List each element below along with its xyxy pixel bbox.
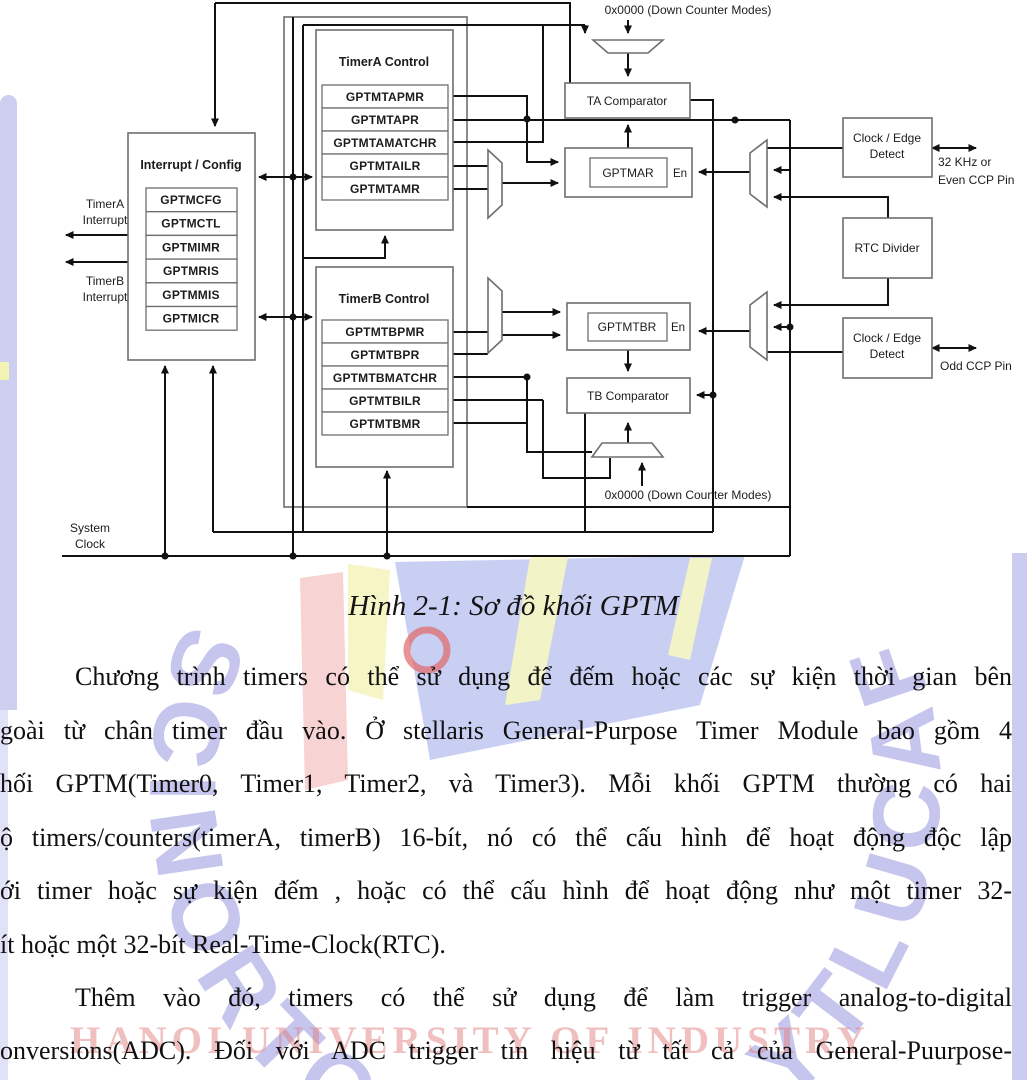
gptmtbr-label: GPTMTBR bbox=[598, 320, 657, 334]
mux-clock-a bbox=[749, 138, 768, 209]
mux-top bbox=[590, 39, 666, 54]
timer-a-title: TimerA Control bbox=[339, 55, 429, 69]
en-b-label: En bbox=[671, 322, 685, 334]
tb-comparator-label: TB Comparator bbox=[587, 389, 669, 403]
reg-gptmtbpmr: GPTMTBPMR bbox=[345, 325, 424, 339]
en-a-label: En bbox=[673, 168, 687, 180]
text-line-1: Chương trình timers có thể sử dụng để đế… bbox=[75, 662, 1012, 691]
text-line-8: onversions(ADC). Đối với ADC trigger tín… bbox=[0, 1036, 1012, 1065]
reg-gptmtbilr: GPTMTBILR bbox=[349, 394, 421, 408]
junction-dots bbox=[161, 115, 794, 560]
reg-gptmcfg: GPTMCFG bbox=[160, 193, 221, 207]
clock-edge-detect-top: Clock / Edge Detect bbox=[842, 117, 933, 178]
gptmar-label: GPTMAR bbox=[602, 166, 654, 180]
interrupt-config-title: Interrupt / Config bbox=[140, 158, 241, 172]
text-line-3: hối GPTM(Timer0, Timer1, Timer2, và Time… bbox=[0, 769, 1012, 798]
reg-gptmtbmatchr: GPTMTBMATCHR bbox=[333, 371, 437, 385]
reg-gptmctl: GPTMCTL bbox=[161, 217, 220, 231]
interrupt-config-block: Interrupt / Config GPTMCFG GPTMCTL GPTMI… bbox=[127, 132, 256, 361]
text-line-7: Thêm vào đó, timers có thể sử dụng để là… bbox=[75, 983, 1012, 1012]
reg-gptmris: GPTMRIS bbox=[163, 264, 219, 278]
odd-ccp-pin-label: Odd CCP Pin bbox=[940, 359, 1012, 373]
text-line-5: ới timer hoặc sự kiện đếm , hoặc có thể … bbox=[0, 876, 1012, 905]
mux-clock-b bbox=[749, 290, 768, 362]
ta-comparator-block: TA Comparator bbox=[564, 82, 691, 119]
zero-top-label: 0x0000 (Down Counter Modes) bbox=[605, 3, 772, 17]
reg-gptmtbmr: GPTMTBMR bbox=[350, 417, 421, 431]
clock-edge-bottom-label-1: Clock / Edge bbox=[853, 331, 921, 345]
timer-a-control-block: TimerA Control GPTMTAPMR GPTMTAPR GPTMTA… bbox=[315, 29, 454, 231]
gptmtbr-block: GPTMTBR En bbox=[566, 302, 691, 351]
timer-b-interrupt-label-2: Interrupt bbox=[83, 290, 128, 304]
system-clock-label-1: System bbox=[70, 521, 110, 535]
clock-edge-top-label-1: Clock / Edge bbox=[853, 131, 921, 145]
watermark-right-bar bbox=[1012, 553, 1027, 1080]
reg-gptmtapmr: GPTMTAPMR bbox=[346, 90, 424, 104]
rtc-divider-block: RTC Divider bbox=[842, 217, 933, 279]
timer-a-interrupt-label-1: TimerA bbox=[86, 197, 124, 211]
figure-caption: Hình 2-1: Sơ đồ khối GPTM bbox=[348, 590, 679, 622]
reg-gptmmis: GPTMMIS bbox=[162, 288, 219, 302]
reg-gptmtailr: GPTMTAILR bbox=[350, 159, 421, 173]
timer-b-interrupt-label-1: TimerB bbox=[86, 274, 124, 288]
reg-gptmtamr: GPTMTAMR bbox=[350, 182, 420, 196]
reg-gptmtapr: GPTMTAPR bbox=[351, 113, 419, 127]
timer-a-interrupt-label-2: Interrupt bbox=[83, 213, 128, 227]
mux-timer-b bbox=[487, 276, 503, 355]
mux-timer-a bbox=[487, 148, 503, 220]
reg-gptmicr: GPTMICR bbox=[163, 312, 220, 326]
diagram-wires bbox=[62, 2, 977, 557]
reg-gptmtbpr: GPTMTBPR bbox=[351, 348, 420, 362]
text-line-4: ộ timers/counters(timerA, timerB) 16-bít… bbox=[0, 823, 1012, 852]
timer-b-control-block: TimerB Control GPTMTBPMR GPTMTBPR GPTMTB… bbox=[315, 266, 454, 468]
clock-edge-detect-bottom: Clock / Edge Detect bbox=[842, 317, 933, 379]
clock-edge-bottom-label-2: Detect bbox=[870, 347, 905, 361]
tb-comparator-block: TB Comparator bbox=[566, 377, 691, 414]
zero-bottom-label: 0x0000 (Down Counter Modes) bbox=[605, 488, 772, 502]
gptm-block-diagram: Interrupt / Config GPTMCFG GPTMCTL GPTMI… bbox=[62, 2, 1014, 560]
reg-gptmtamatchr: GPTMTAMATCHR bbox=[333, 136, 436, 150]
text-line-2: goài từ chân timer đầu vào. Ở stellaris … bbox=[0, 716, 1012, 745]
clock-edge-top-label-2: Detect bbox=[870, 147, 905, 161]
reg-gptmimr: GPTMIMR bbox=[162, 240, 220, 254]
mux-bottom bbox=[590, 442, 665, 458]
rtc-divider-label: RTC Divider bbox=[854, 241, 919, 255]
even-ccp-pin-label-1: 32 KHz or bbox=[938, 155, 991, 169]
timer-b-title: TimerB Control bbox=[339, 292, 430, 306]
system-clock-label-2: Clock bbox=[75, 537, 106, 551]
text-line-6: ít hoặc một 32-bít Real-Time-Clock(RTC). bbox=[0, 930, 446, 959]
even-ccp-pin-label-2: Even CCP Pin bbox=[938, 173, 1014, 187]
gptmar-block: GPTMAR En bbox=[564, 147, 693, 198]
mux-shapes bbox=[487, 39, 768, 458]
ta-comparator-label: TA Comparator bbox=[587, 94, 667, 108]
